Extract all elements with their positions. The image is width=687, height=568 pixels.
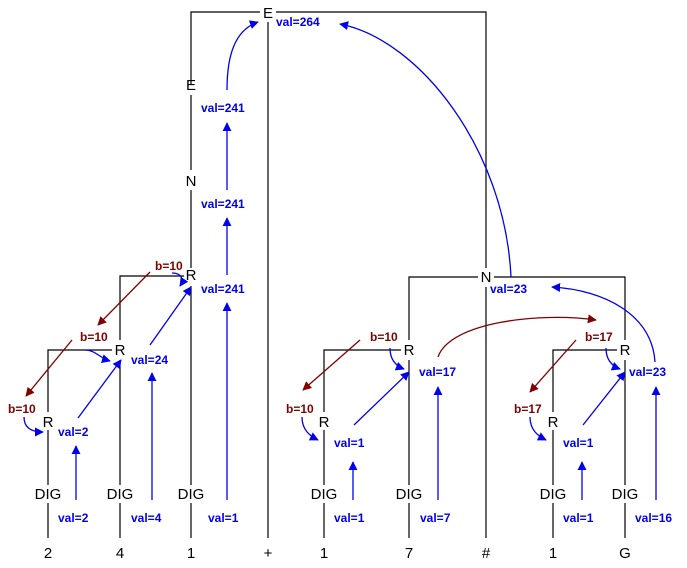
inherited-labels: b=10 b=10 b=10 b=10 b=10 b=17 b=17 xyxy=(8,259,613,416)
synth-label: val=2 xyxy=(58,511,89,525)
synth-arrow xyxy=(353,371,410,426)
edge-dig-leaves-left xyxy=(47,503,192,538)
synth-label: val=241 xyxy=(201,282,245,296)
synthesized-arrows xyxy=(23,20,661,500)
synth-hook xyxy=(529,416,547,441)
synth-label: val=241 xyxy=(201,101,245,115)
synth-label: val=1 xyxy=(563,436,594,450)
synth-label: val=1 xyxy=(334,511,365,525)
inh-label: b=10 xyxy=(8,402,36,416)
edge-dig-leaves-right xyxy=(323,503,626,538)
node-e-root: E xyxy=(263,5,273,22)
synth-label: val=24 xyxy=(131,353,168,367)
synth-arrow xyxy=(226,20,259,91)
tree-nodes: E E N R R R DIG DIG DIG N R R DIG DIG R … xyxy=(35,5,639,503)
synth-hook xyxy=(301,416,319,441)
token: + xyxy=(264,545,273,562)
node-e: E xyxy=(186,77,196,94)
edge-r4 xyxy=(323,349,410,485)
synth-label: val=23 xyxy=(490,282,527,296)
synth-label: val=16 xyxy=(635,511,672,525)
inh-label: b=17 xyxy=(585,330,613,344)
node-r: R xyxy=(404,342,415,359)
node-dig: DIG xyxy=(311,486,338,503)
synth-label: val=1 xyxy=(208,511,239,525)
token: # xyxy=(482,545,491,562)
inh-arrow xyxy=(437,314,597,358)
node-r: R xyxy=(620,342,631,359)
synth-label: val=1 xyxy=(563,511,594,525)
token: 7 xyxy=(405,545,413,562)
inh-label: b=17 xyxy=(514,402,542,416)
token: 2 xyxy=(44,545,52,562)
input-tokens: 2 4 1 + 1 7 # 1 G xyxy=(44,545,631,562)
edge-e-root xyxy=(190,11,487,538)
edge-r1 xyxy=(119,275,192,485)
synth-arrow xyxy=(149,286,192,346)
synth-label: val=2 xyxy=(58,425,89,439)
inh-label: b=10 xyxy=(155,259,183,273)
node-dig: DIG xyxy=(178,486,205,503)
node-r: R xyxy=(319,414,330,431)
node-dig: DIG xyxy=(396,486,423,503)
inh-label: b=10 xyxy=(370,330,398,344)
synthesized-labels: val=264 val=241 val=241 val=241 val=24 v… xyxy=(58,15,672,525)
synth-label: val=264 xyxy=(276,15,320,29)
node-n: N xyxy=(186,173,197,190)
token: 4 xyxy=(116,545,124,562)
edge-r2 xyxy=(47,349,121,485)
node-dig: DIG xyxy=(35,486,62,503)
synth-hook xyxy=(605,347,621,371)
token: 1 xyxy=(187,545,195,562)
synth-arrow xyxy=(582,371,626,426)
synth-label: val=1 xyxy=(334,436,365,450)
node-n: N xyxy=(481,269,492,286)
inherited-arrows xyxy=(25,271,597,397)
inh-label: b=10 xyxy=(80,330,108,344)
synth-arrow xyxy=(339,21,512,278)
synth-arrow xyxy=(551,282,656,363)
synth-label: val=241 xyxy=(201,197,245,211)
token: 1 xyxy=(549,545,557,562)
synth-arrow xyxy=(77,359,122,419)
node-r: R xyxy=(115,342,126,359)
inh-arrow xyxy=(302,339,361,391)
synth-label: val=17 xyxy=(419,365,456,379)
synth-hook xyxy=(171,272,189,287)
synth-label: val=4 xyxy=(131,511,162,525)
edge-n2 xyxy=(408,276,626,340)
node-r: R xyxy=(548,414,559,431)
inh-arrow xyxy=(25,339,73,397)
node-r: R xyxy=(186,267,197,284)
synth-label: val=23 xyxy=(629,365,666,379)
node-r: R xyxy=(43,414,54,431)
synth-label: val=7 xyxy=(420,511,451,525)
node-dig: DIG xyxy=(107,486,134,503)
node-dig: DIG xyxy=(540,486,567,503)
token: G xyxy=(619,545,631,562)
synth-hook xyxy=(23,416,44,437)
synth-hook xyxy=(84,349,111,363)
inh-arrow xyxy=(97,271,151,326)
synth-hook xyxy=(389,347,405,371)
inh-arrow xyxy=(529,339,577,393)
node-dig: DIG xyxy=(612,486,639,503)
token: 1 xyxy=(320,545,328,562)
inh-label: b=10 xyxy=(286,402,314,416)
tree-edges xyxy=(47,11,626,538)
